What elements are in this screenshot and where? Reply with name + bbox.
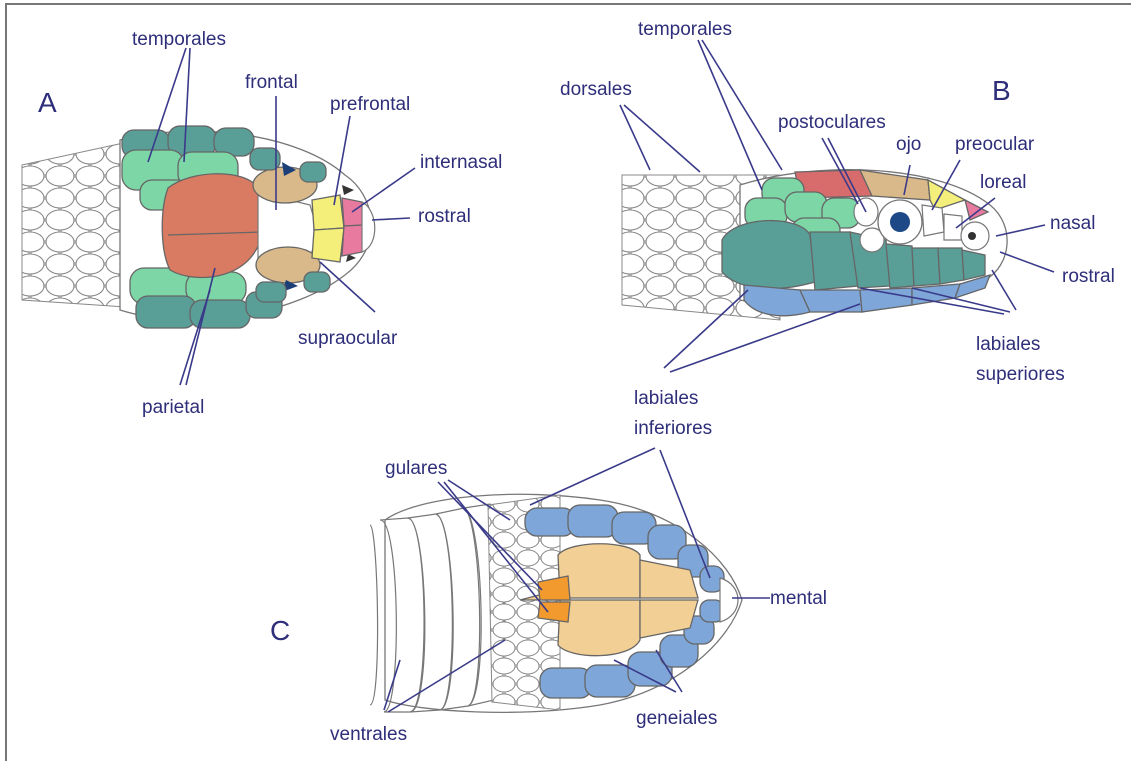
panel-letter-b: B xyxy=(992,75,1011,106)
label-supraocular: supraocular xyxy=(298,328,398,349)
label-dorsales: dorsales xyxy=(560,79,632,100)
eye-pupil xyxy=(890,212,910,232)
label-labiales-inferiores-1: labiales xyxy=(634,388,698,409)
label-mental: mental xyxy=(770,588,827,609)
label-ventrales: ventrales xyxy=(330,724,407,745)
label-temporales-a: temporales xyxy=(132,29,226,50)
prefrontal-top xyxy=(312,195,344,230)
panel-letter-c: C xyxy=(270,615,290,646)
parietal-scale xyxy=(162,174,262,278)
prefrontal-bottom xyxy=(312,228,344,262)
panel-c: C gulares mental geneiales ventrales xyxy=(270,448,827,745)
nostril xyxy=(968,232,976,240)
rostral-scale-a xyxy=(362,202,375,252)
label-temporales-b: temporales xyxy=(638,19,732,40)
internasal-bottom xyxy=(342,225,364,256)
loreal-scale xyxy=(944,214,962,240)
label-gulares: gulares xyxy=(385,458,447,479)
label-frontal: frontal xyxy=(245,72,298,93)
label-postoculares: postoculares xyxy=(778,112,886,133)
panel-a: A temporales frontal prefrontal internas… xyxy=(22,29,502,418)
panel-b: B temporales dorsales postoculares ojo p… xyxy=(560,19,1115,439)
label-labiales-superiores-2: superiores xyxy=(976,364,1065,385)
label-ojo: ojo xyxy=(896,134,921,155)
label-labiales-superiores-1: labiales xyxy=(976,334,1040,355)
label-nasal: nasal xyxy=(1050,213,1095,234)
label-rostral-a: rostral xyxy=(418,206,471,227)
label-loreal: loreal xyxy=(980,172,1026,193)
panel-letter-a: A xyxy=(38,87,57,118)
label-labiales-inferiores-2: inferiores xyxy=(634,418,712,439)
label-preocular: preocular xyxy=(955,134,1035,155)
label-prefrontal: prefrontal xyxy=(330,94,410,115)
ventral-plates xyxy=(370,504,504,712)
label-parietal: parietal xyxy=(142,397,204,418)
label-geneiales: geneiales xyxy=(636,708,717,729)
label-internasal: internasal xyxy=(420,152,502,173)
label-rostral-b: rostral xyxy=(1062,266,1115,287)
